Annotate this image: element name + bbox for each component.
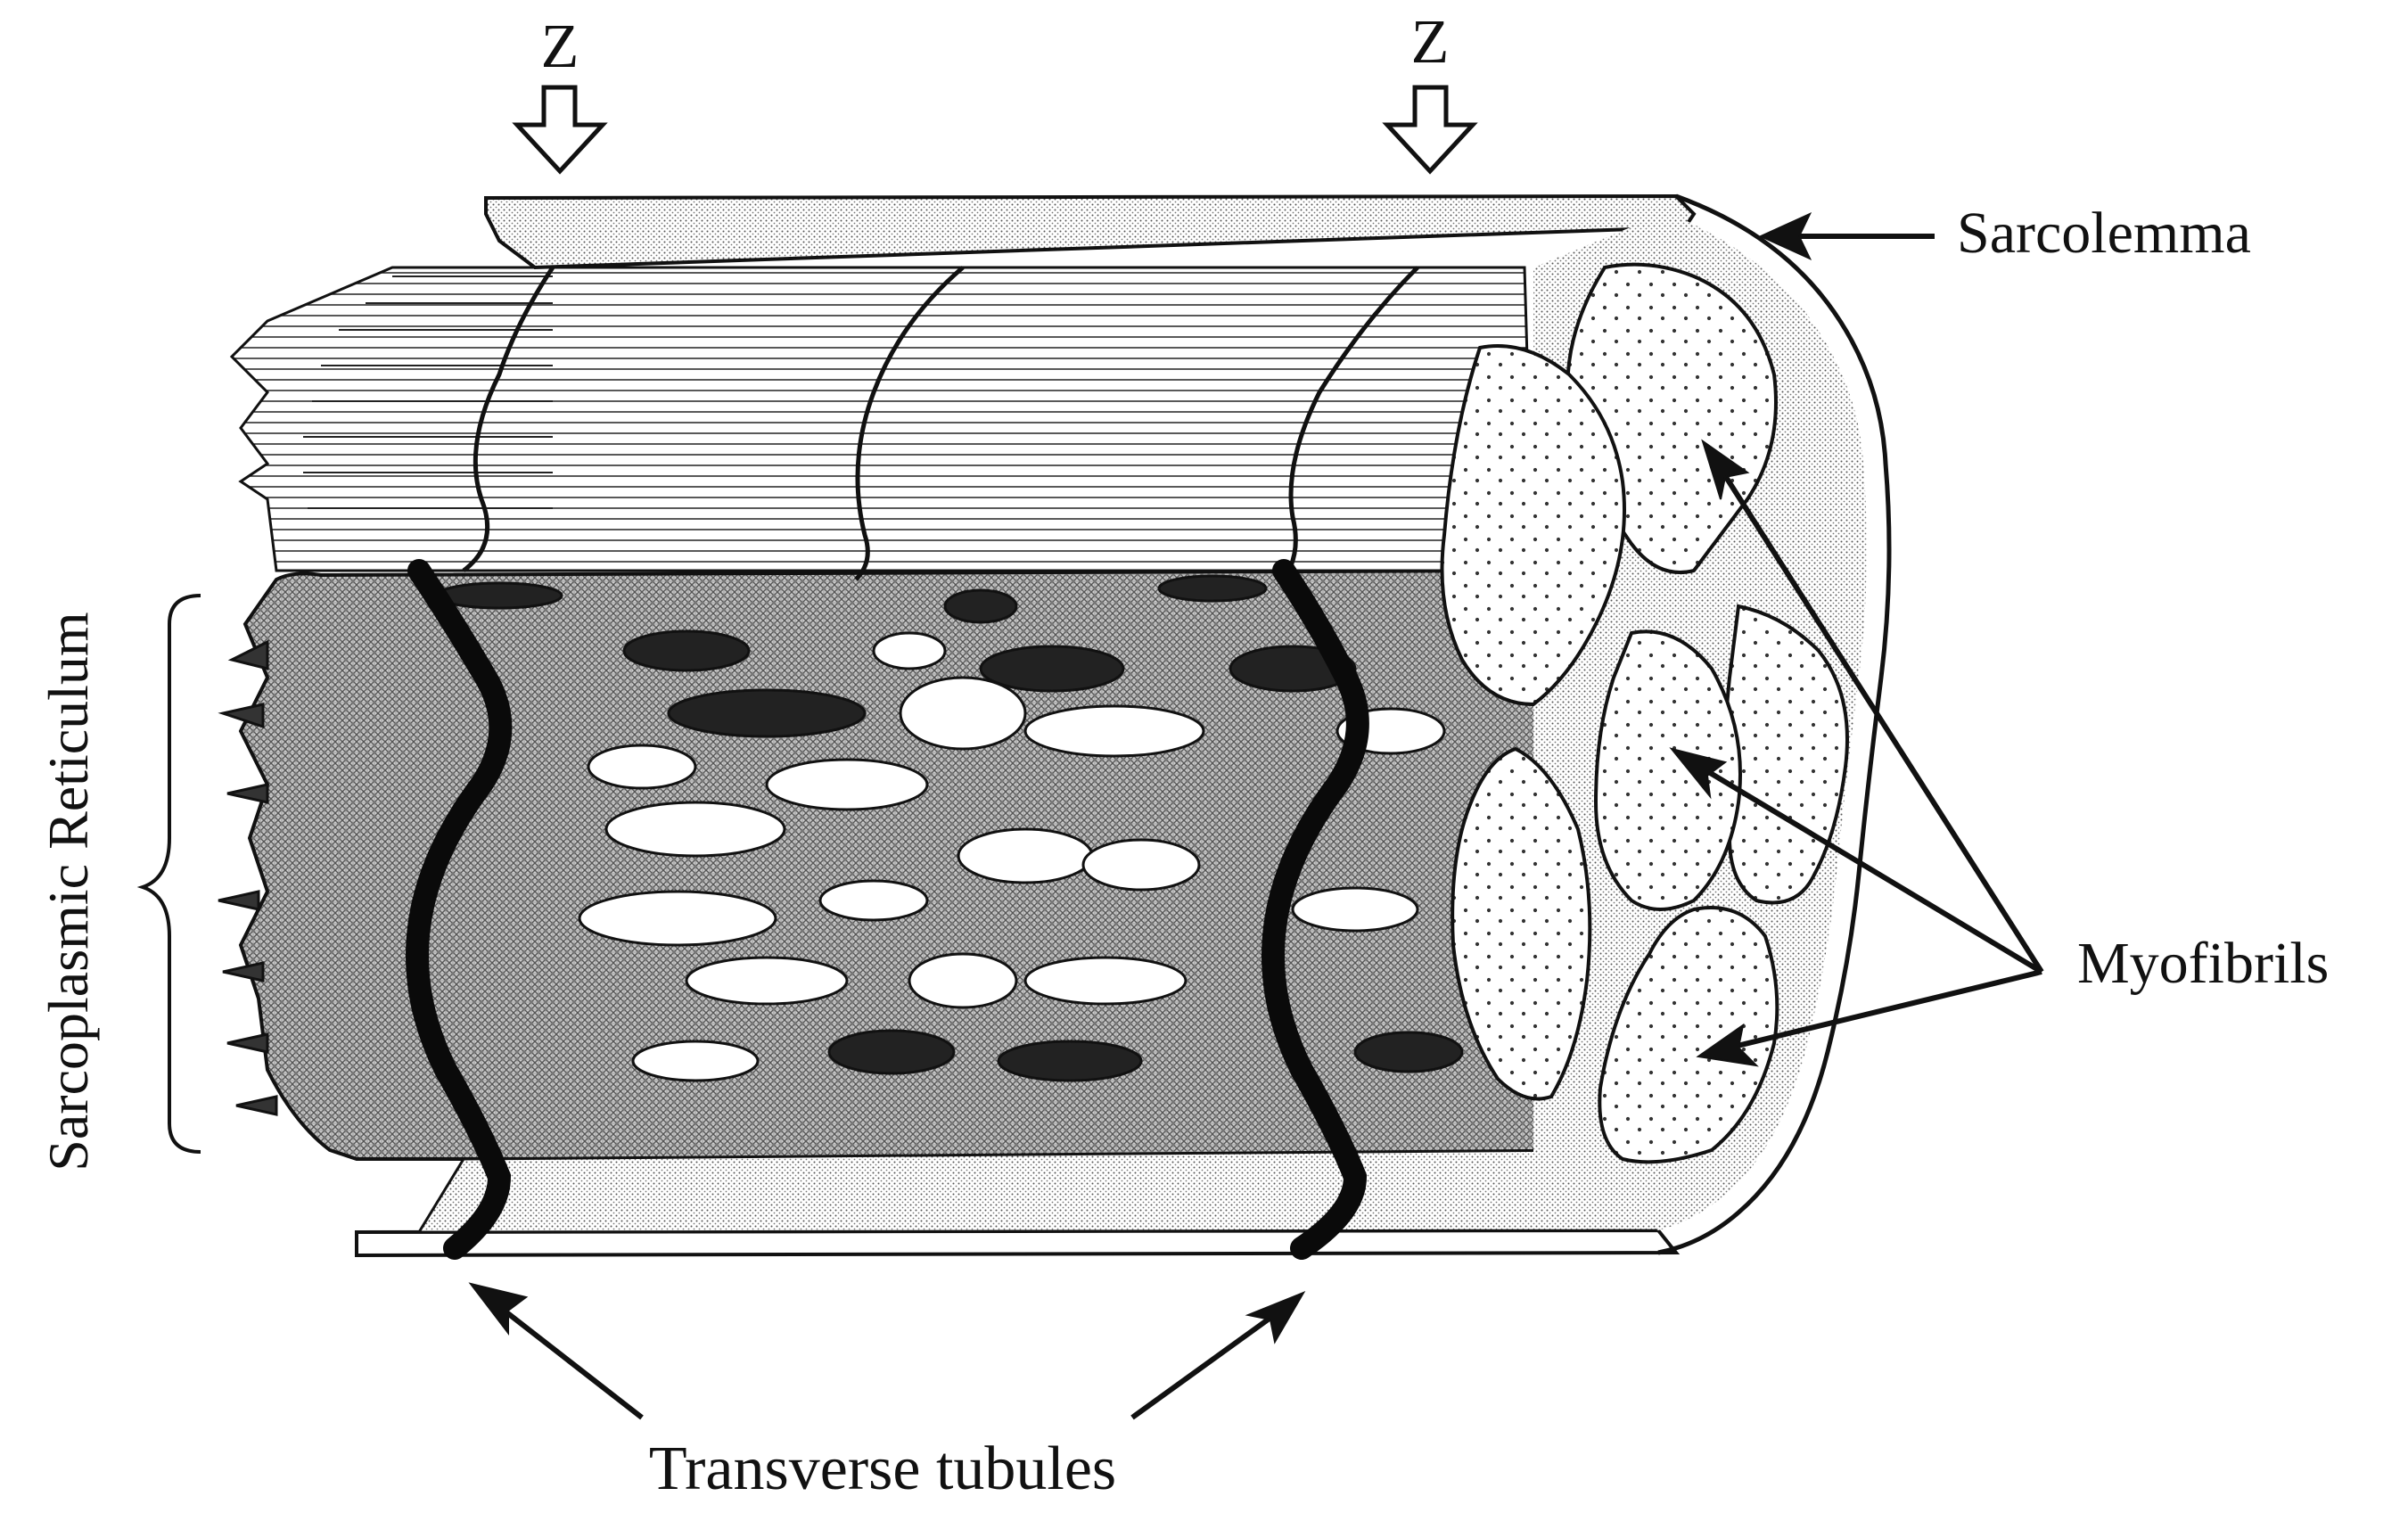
sarcoplasmic-reticulum-label: Sarcoplasmic Reticulum xyxy=(37,612,100,1171)
z-label-left: Z xyxy=(541,12,579,81)
z-arrow-left xyxy=(517,87,603,171)
reticulum-bracket xyxy=(143,596,201,1152)
z-arrow-right xyxy=(1387,87,1473,171)
transverse-tubules-label: Transverse tubules xyxy=(649,1435,1116,1503)
sarcolemma-label: Sarcolemma xyxy=(1957,201,2251,266)
t-tubule-arrowhead-left xyxy=(471,1284,526,1333)
t-tubule-arrowhead-right xyxy=(1248,1293,1303,1342)
sarcolemma-top-sheet xyxy=(486,196,1694,267)
striated-myofibril-band xyxy=(232,267,1533,571)
myofibrils-label: Myofibrils xyxy=(2077,931,2329,996)
z-label-right: Z xyxy=(1411,8,1450,77)
fiber-bottom-stipple xyxy=(419,1150,1658,1232)
sarcolemma-bottom-sheet xyxy=(357,1230,1676,1255)
